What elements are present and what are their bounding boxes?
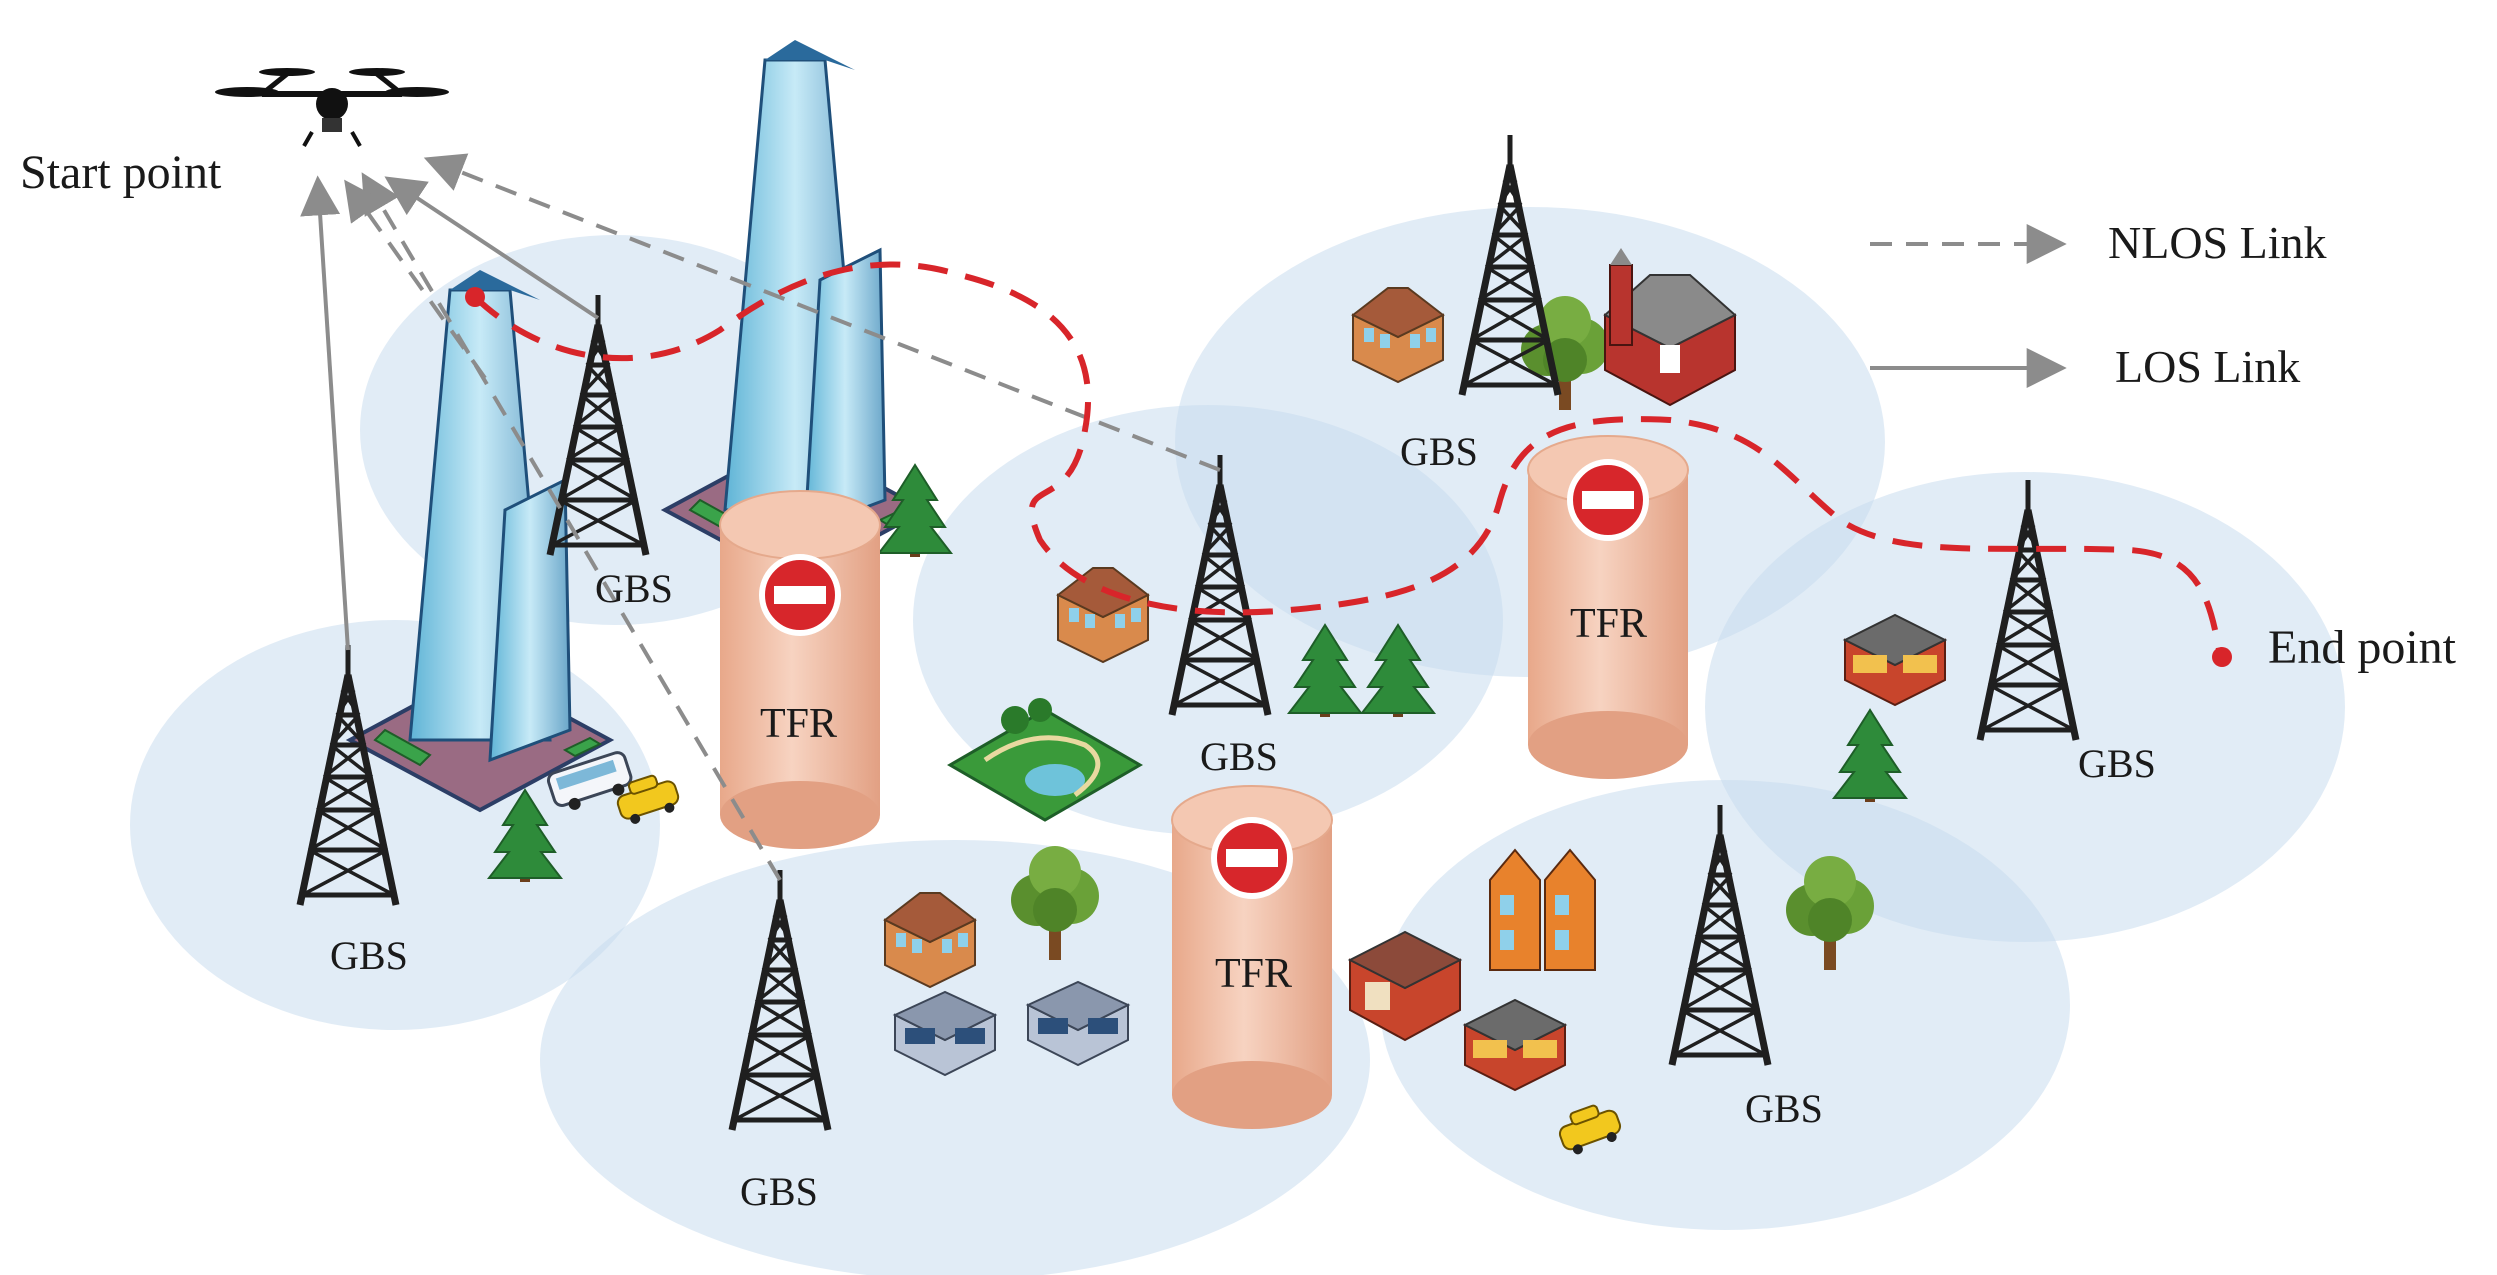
gbs-label: GBS [2078, 741, 2156, 786]
drone-icon [215, 68, 449, 147]
los-link [384, 176, 600, 320]
los-link [300, 175, 350, 651]
bus-icon [546, 751, 633, 810]
barn-icon [1603, 248, 1737, 407]
gbs-label: GBS [595, 566, 673, 611]
tfr-zone [719, 490, 881, 849]
nlos-link [361, 172, 782, 882]
taxi-icon [1558, 1104, 1622, 1155]
start-marker [465, 287, 485, 307]
gbs-label: GBS [1400, 429, 1478, 474]
firehouse-icon [1347, 930, 1463, 1042]
tfr-label: TFR [1215, 951, 1293, 997]
legend-los-label: LOS Link [2115, 341, 2301, 392]
gbs-label: GBS [1745, 1086, 1823, 1131]
taxi-icon [616, 774, 680, 824]
gbs-label: GBS [1200, 734, 1278, 779]
townhouse-icon [1489, 848, 1596, 971]
start-point-label: Start point [20, 146, 222, 199]
gbs-label: GBS [330, 933, 408, 978]
gbs-label: GBS [740, 1169, 818, 1214]
park-icon [947, 698, 1143, 822]
end-point-label: End point [2268, 621, 2456, 674]
no-entry-icon [1214, 820, 1290, 896]
tfr-label: TFR [760, 701, 838, 747]
los-links [300, 175, 600, 651]
no-entry-icon [762, 557, 838, 633]
nlos-links [344, 153, 1221, 882]
nlos-link [344, 179, 487, 380]
tfr-label: TFR [1570, 601, 1648, 647]
legend-nlos-label: NLOS Link [2108, 217, 2327, 268]
end-marker [2212, 647, 2232, 667]
no-entry-icon [1570, 462, 1646, 538]
